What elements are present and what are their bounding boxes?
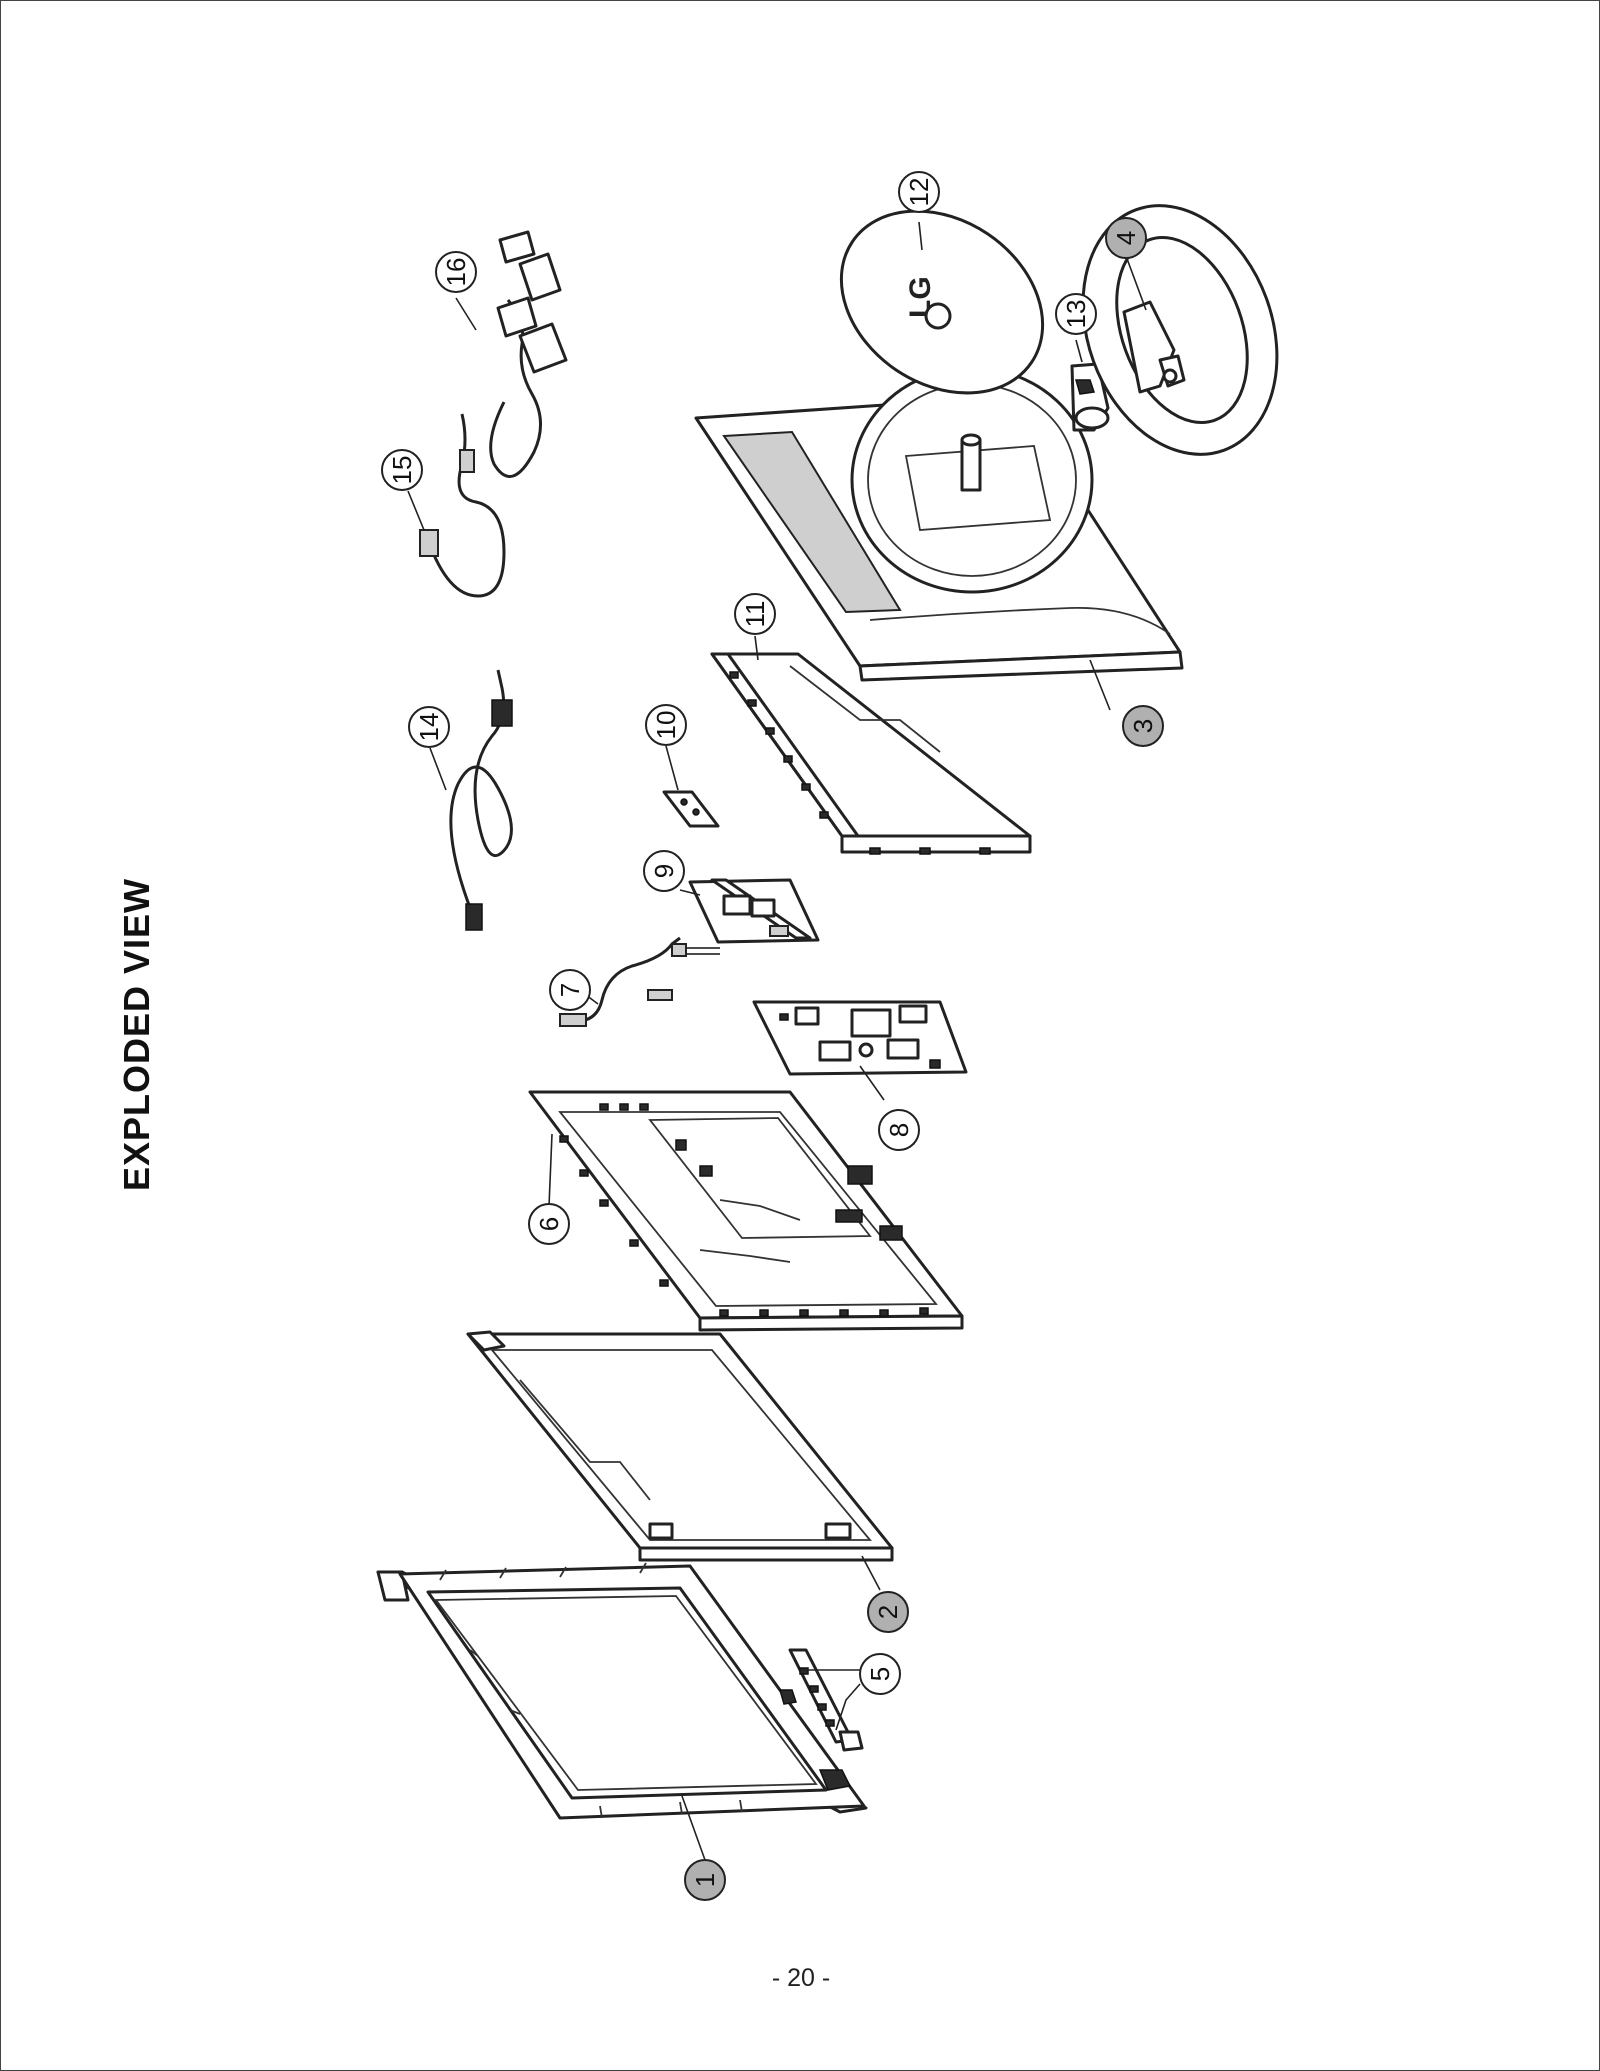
callout-1: 1 <box>684 1859 726 1901</box>
svg-text:5: 5 <box>865 1667 895 1681</box>
leader-lines <box>407 221 1147 1861</box>
svg-text:12: 12 <box>904 178 934 207</box>
part-shield-cover <box>710 652 1032 855</box>
svg-text:14: 14 <box>414 713 444 742</box>
part-dvi-cable <box>489 230 568 478</box>
svg-text:7: 7 <box>555 983 585 997</box>
callout-2: 2 <box>867 1591 909 1633</box>
part-signal-cable <box>419 413 506 598</box>
part-control-buttons <box>788 1648 864 1752</box>
callout-10: 10 <box>645 704 687 746</box>
part-small-board <box>662 790 720 828</box>
part-hinge <box>1070 362 1110 432</box>
svg-text:2: 2 <box>873 1605 903 1619</box>
callout-8: 8 <box>878 1109 920 1151</box>
svg-text:13: 13 <box>1061 300 1091 329</box>
svg-text:6: 6 <box>534 1217 564 1231</box>
page-number: - 20 - <box>771 1964 831 1992</box>
callouts: 1 2 3 4 5 6 7 8 <box>381 171 1164 1901</box>
part-power-cord <box>449 669 513 931</box>
callout-5: 5 <box>859 1653 901 1695</box>
part-main-board <box>752 1000 968 1076</box>
svg-text:8: 8 <box>884 1123 914 1137</box>
svg-text:11: 11 <box>740 601 770 628</box>
part-lvds-cable <box>559 936 681 1027</box>
svg-text:15: 15 <box>387 456 417 485</box>
part-front-bezel <box>376 1562 868 1820</box>
callout-14: 14 <box>408 706 450 748</box>
svg-text:10: 10 <box>651 711 681 740</box>
part-main-frame <box>528 1090 964 1332</box>
part-power-board <box>671 878 820 957</box>
callout-16: 16 <box>435 251 477 293</box>
callout-6: 6 <box>528 1203 570 1245</box>
part-back-cover <box>694 366 1184 682</box>
callout-15: 15 <box>381 449 423 491</box>
svg-text:16: 16 <box>441 258 471 287</box>
svg-text:4: 4 <box>1111 231 1141 245</box>
callout-12: 12 <box>898 171 940 213</box>
callout-7: 7 <box>549 969 591 1011</box>
svg-text:9: 9 <box>649 864 679 878</box>
callout-13: 13 <box>1055 293 1097 335</box>
part-base-cover: LG <box>839 209 1045 395</box>
callout-11: 11 <box>734 593 776 635</box>
callout-9: 9 <box>643 850 685 892</box>
svg-text:1: 1 <box>690 1873 720 1887</box>
part-stand <box>1081 204 1279 456</box>
callout-3: 3 <box>1122 705 1164 747</box>
part-lcd-panel <box>466 1330 894 1562</box>
svg-text:3: 3 <box>1128 719 1158 733</box>
callout-4: 4 <box>1105 217 1147 259</box>
